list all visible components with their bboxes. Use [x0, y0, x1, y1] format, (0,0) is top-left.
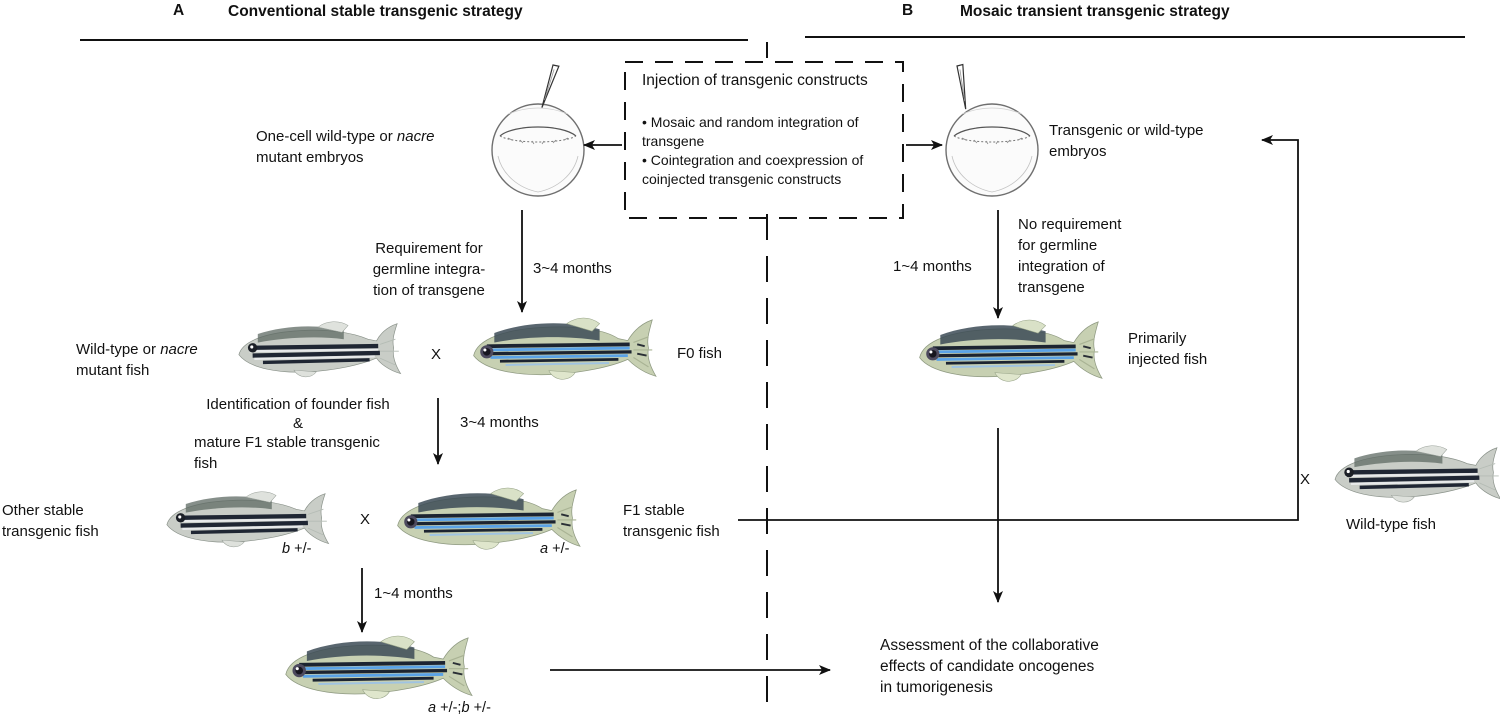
panel-b-letter: B [902, 2, 914, 19]
time-a-2: 3~4 months [460, 414, 539, 431]
f0-fish-label: F0 fish [677, 345, 723, 362]
loop-arrow [738, 135, 1299, 521]
bullet1-line1: • Mosaic and random integration of [642, 114, 859, 130]
embryo-a-label: One-cell wild-type or nacre mutant embry… [256, 128, 435, 166]
no-requirement-label: No requirement for germline integration … [1018, 216, 1122, 296]
identification-label: Identification of founder fish & [206, 396, 390, 432]
cross-x-2: X [360, 511, 371, 528]
assessment-label: Assessment of the collaborative effects … [880, 637, 1099, 696]
requirement-label: Requirement for germline integra- tion o… [372, 240, 486, 299]
wildtype-fish-b-icon [1335, 446, 1500, 502]
cross-x-1: X [431, 346, 442, 363]
embryo-a-icon [491, 103, 585, 197]
time-a-1: 3~4 months [533, 260, 612, 277]
time-b-1: 1~4 months [893, 258, 972, 275]
bullet1-line2: transgene [642, 133, 705, 149]
needle-b-icon [954, 63, 975, 110]
box-bullets: • Mosaic and random integration of trans… [642, 113, 863, 189]
f1-label: F1 stable transgenic fish [623, 502, 720, 540]
other-transgenic-fish-icon [167, 492, 329, 547]
genotype-a: a +/- [540, 541, 570, 557]
injected-fish-label: Primarily injected fish [1128, 330, 1208, 368]
box-title: Injection of transgenic constructs [642, 72, 868, 89]
panel-a-letter: A [173, 2, 185, 19]
other-transgenic-label: Other stable transgenic fish [2, 502, 99, 540]
panel-b-title: Mosaic transient transgenic strategy [960, 3, 1230, 20]
genotype-ab: a +/-;b +/- [428, 700, 491, 716]
wildtype-fish-b-label: Wild-type fish [1346, 516, 1437, 533]
double-transgenic-fish-icon [283, 634, 474, 701]
bullet2-line2: coinjected transgenic constructs [642, 171, 842, 187]
bullet2-line1: • Cointegration and coexpression of [642, 152, 864, 168]
time-a-3: 1~4 months [374, 585, 453, 602]
embryo-b-label: Transgenic or wild-type embryos [1049, 122, 1204, 160]
genotype-b: b +/- [282, 541, 312, 557]
needle-a-icon [541, 63, 560, 110]
injected-fish-icon [917, 318, 1104, 384]
cross-x-b: X [1300, 471, 1311, 488]
f0-fish-icon [471, 316, 658, 382]
identification-label-2: mature F1 stable transgenic fish [194, 434, 380, 472]
injection-box [624, 61, 904, 219]
wildtype-fish-a-label: Wild-type or nacre mutant fish [76, 341, 198, 379]
panel-a-title: Conventional stable transgenic strategy [228, 3, 523, 20]
embryo-b-icon [945, 103, 1039, 197]
wildtype-fish-a-icon [239, 322, 401, 377]
